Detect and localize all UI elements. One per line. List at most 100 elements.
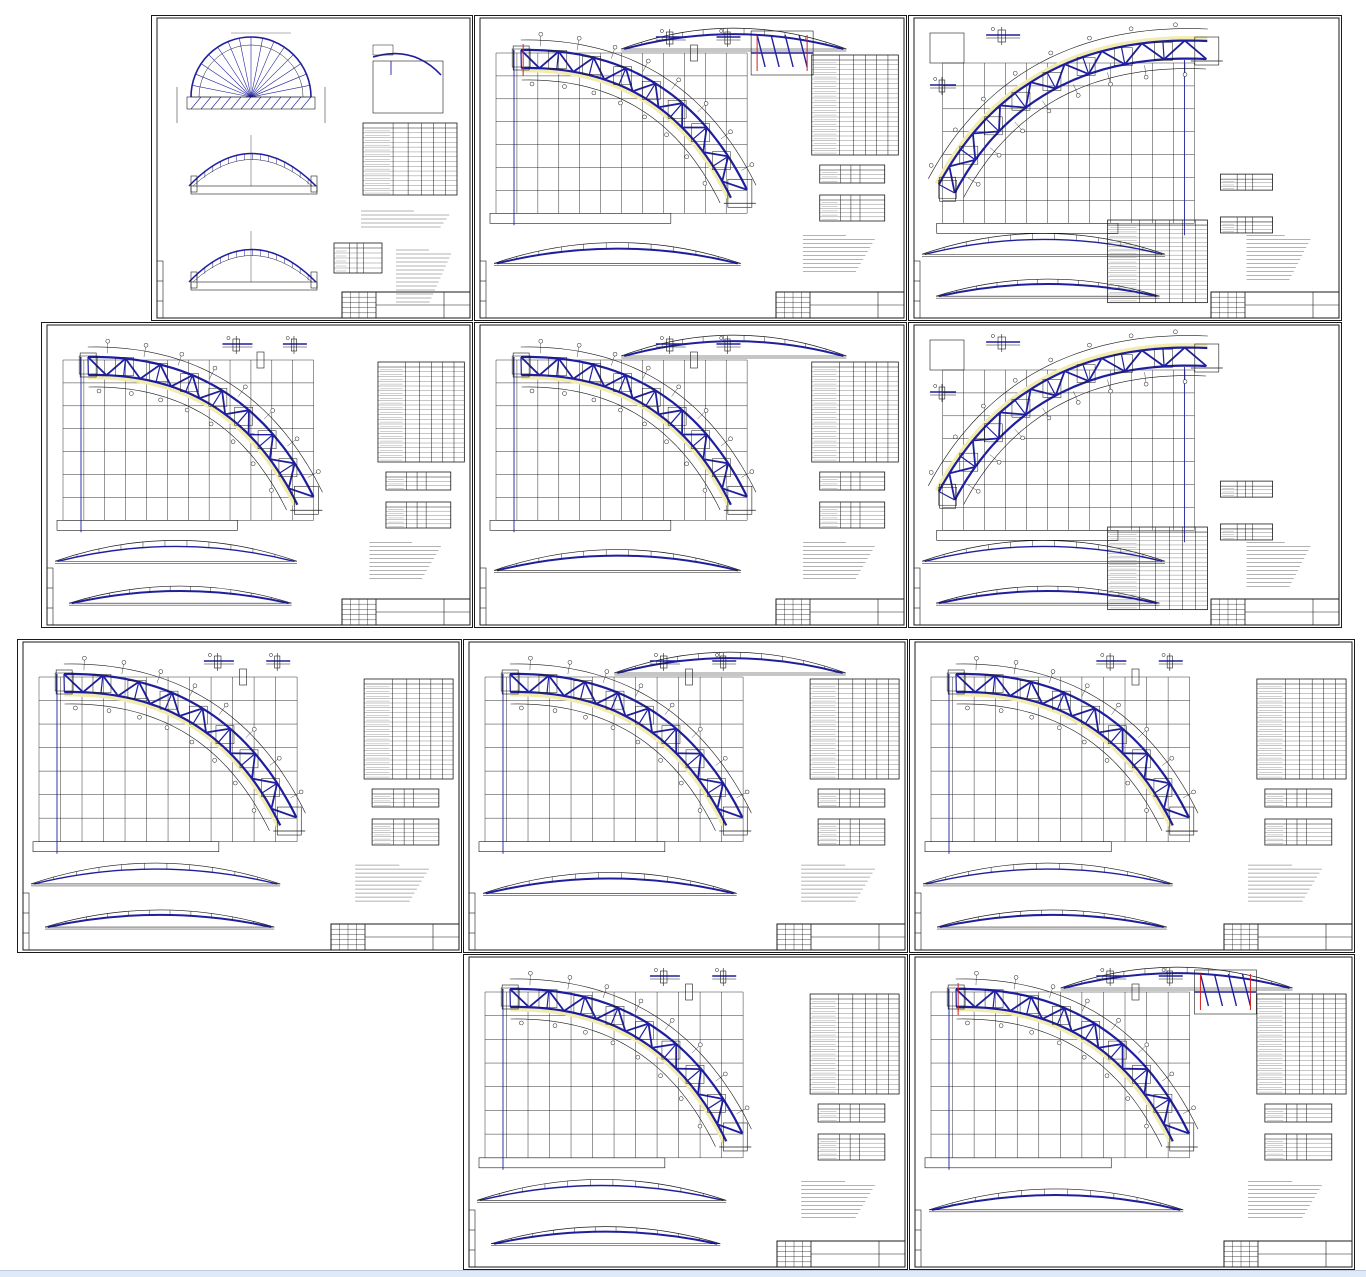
detail-node-b	[283, 336, 307, 354]
truss-main-view	[490, 339, 756, 532]
coordinate-grid	[925, 989, 1190, 1170]
title-block	[331, 924, 459, 950]
detail-node-a	[204, 653, 234, 671]
sheet-frame	[910, 955, 1355, 1270]
bolt-table	[818, 1134, 885, 1160]
title-block	[777, 924, 905, 950]
drawing-sheet-3[interactable]	[908, 15, 1342, 321]
bottom-chord	[939, 348, 1207, 492]
highlight-band	[956, 1009, 1171, 1142]
sheet-frame	[910, 640, 1355, 953]
truss-elevation-1	[477, 1179, 726, 1202]
technical-notes	[801, 1182, 875, 1218]
sheet-drawing	[909, 639, 1355, 953]
outer-contour	[964, 376, 1207, 505]
bolt-table	[820, 195, 885, 221]
truss-elevation-top	[621, 28, 846, 51]
technical-notes	[369, 542, 441, 578]
drawing-sheet-1[interactable]	[151, 15, 473, 321]
coordinate-grid	[490, 357, 747, 532]
bottom-chord	[510, 692, 726, 826]
drawing-sheet-9[interactable]	[909, 639, 1355, 953]
drawing-sheet-2[interactable]	[474, 15, 907, 321]
truss-elevation-2	[937, 910, 1167, 929]
title-block	[776, 599, 904, 625]
sheet-drawing	[41, 322, 473, 628]
web-members	[79, 339, 320, 497]
sheet-drawing	[909, 954, 1355, 1270]
truss-elevation-2	[69, 586, 292, 605]
weld-table	[386, 472, 451, 490]
detail-node-a	[986, 334, 1020, 352]
weld-table	[1265, 1104, 1332, 1122]
materials-table	[363, 123, 457, 195]
highlight-band	[510, 1009, 724, 1142]
weld-table	[818, 789, 885, 807]
drawing-sheet-7[interactable]	[17, 639, 462, 953]
specification-table	[1257, 994, 1346, 1094]
drawing-sheet-8[interactable]	[463, 639, 908, 953]
coordinate-grid	[479, 989, 743, 1170]
bolt-table	[372, 819, 439, 845]
drawing-sheet-11[interactable]	[909, 954, 1355, 1270]
outer-contour	[510, 979, 752, 1129]
detail-node-a	[1096, 653, 1126, 671]
sheet-frame	[909, 323, 1342, 628]
detail-node-b	[712, 968, 736, 986]
sheet-drawing	[908, 322, 1342, 628]
bolt-table	[820, 502, 885, 528]
technical-notes	[355, 865, 429, 901]
title-block	[1224, 1241, 1352, 1267]
bolt-table	[1265, 819, 1332, 845]
detail-node-b	[712, 653, 736, 671]
sheet-drawing	[474, 15, 907, 321]
detail-node-b	[716, 29, 740, 47]
bottom-chord	[510, 1007, 726, 1141]
truss-elevation-bottom	[494, 243, 741, 266]
detail-node-b	[1159, 968, 1183, 986]
sheet-frame	[909, 16, 1342, 321]
web-members	[55, 656, 303, 817]
bottom-chord	[956, 1007, 1173, 1141]
outer-contour	[956, 979, 1198, 1129]
sheet-drawing	[463, 954, 908, 1270]
technical-requirements	[396, 250, 451, 302]
coordinate-grid	[57, 357, 314, 532]
highlight-band	[956, 694, 1171, 826]
drawing-sheet-6[interactable]	[908, 322, 1342, 628]
truss-elevation-bottom	[929, 1189, 1183, 1212]
drawing-sheet-10[interactable]	[463, 954, 908, 1270]
truss-elevation-bottom	[483, 872, 737, 895]
truss-main-view	[479, 971, 751, 1170]
bolt-table	[1220, 481, 1272, 497]
plate-detail	[930, 33, 964, 63]
specification-table	[810, 679, 899, 779]
weld-table	[372, 789, 439, 807]
specification-table	[378, 362, 464, 462]
weld-table	[1220, 217, 1272, 233]
general-notes	[361, 211, 449, 227]
web-members	[947, 971, 1195, 1133]
truss-main-view	[479, 656, 751, 853]
plate-detail	[930, 340, 964, 370]
technical-notes	[1248, 865, 1322, 901]
detail-node-b	[266, 653, 290, 671]
sheet-frame	[464, 640, 908, 953]
drawing-sheet-5[interactable]	[474, 322, 907, 628]
outer-contour	[521, 40, 756, 185]
title-block	[777, 1241, 905, 1267]
truss-elevation-2	[936, 586, 1160, 605]
coordinate-grid	[937, 60, 1195, 235]
web-members	[501, 656, 749, 817]
sheet-drawing	[474, 322, 907, 628]
truss-main-view	[928, 330, 1223, 543]
drawing-sheet-4[interactable]	[41, 322, 473, 628]
detail-node-a	[650, 968, 680, 986]
truss-main-view	[928, 23, 1223, 236]
sheet-drawing	[908, 15, 1342, 321]
truss-main-view	[33, 656, 305, 853]
sheet-drawing	[151, 15, 473, 321]
web-members	[512, 32, 754, 190]
detail-node-a	[986, 27, 1020, 45]
section-sketch	[373, 45, 443, 113]
